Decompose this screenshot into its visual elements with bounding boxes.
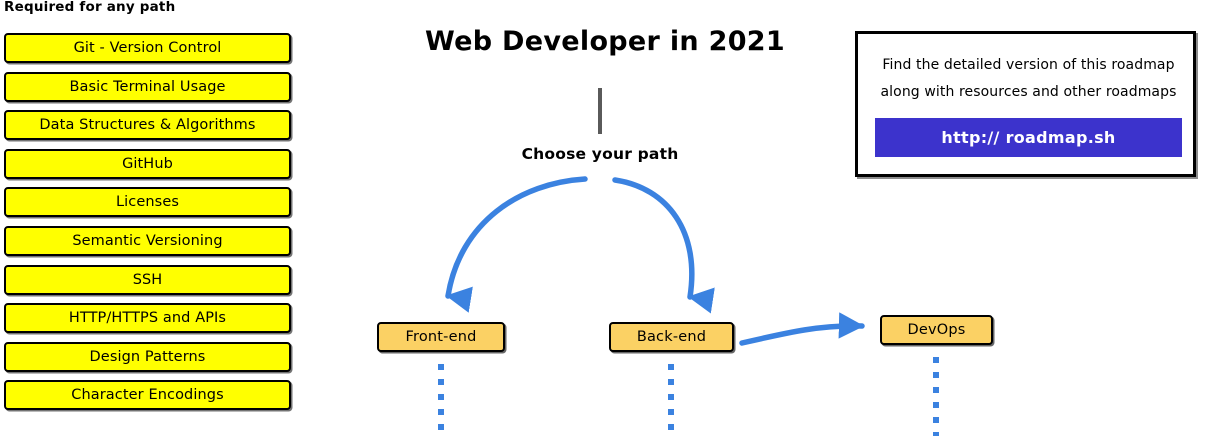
required-item-basic-terminal-usage[interactable]: Basic Terminal Usage bbox=[4, 71, 291, 102]
arrow-to-backend bbox=[612, 177, 715, 314]
required-item-http-https-and-apis[interactable]: HTTP/HTTPS and APIs bbox=[4, 303, 291, 334]
required-section-heading: Required for any path bbox=[4, 0, 176, 15]
arrow-to-frontend bbox=[445, 176, 588, 313]
trail-dot bbox=[933, 372, 939, 378]
required-item-ssh[interactable]: SSH bbox=[4, 264, 291, 295]
trail-dot bbox=[933, 432, 939, 436]
arrow-backend-to-devops bbox=[739, 312, 865, 346]
trail-dot bbox=[933, 417, 939, 423]
required-item-character-encodings[interactable]: Character Encodings bbox=[4, 380, 291, 411]
trail-dot bbox=[438, 394, 444, 400]
required-items-list: Git - Version Control Basic Terminal Usa… bbox=[4, 33, 291, 419]
trail-dot bbox=[668, 424, 674, 430]
path-node-frontend[interactable]: Front-end bbox=[377, 322, 505, 352]
trail-dot bbox=[933, 387, 939, 393]
trail-dot bbox=[668, 394, 674, 400]
trail-dot bbox=[668, 364, 674, 370]
trail-dot bbox=[933, 357, 939, 363]
required-item-git-version-control[interactable]: Git - Version Control bbox=[4, 33, 291, 63]
page-title: Web Developer in 2021 bbox=[425, 26, 785, 57]
required-item-licenses[interactable]: Licenses bbox=[4, 187, 291, 218]
path-node-devops[interactable]: DevOps bbox=[880, 315, 993, 345]
dotted-trail-backend bbox=[668, 364, 674, 436]
trail-dot bbox=[668, 409, 674, 415]
trail-dot bbox=[438, 424, 444, 430]
required-item-design-patterns[interactable]: Design Patterns bbox=[4, 341, 291, 372]
required-item-github[interactable]: GitHub bbox=[4, 148, 291, 179]
info-card-line-1: Find the detailed version of this roadma… bbox=[882, 57, 1175, 73]
required-item-semantic-versioning[interactable]: Semantic Versioning bbox=[4, 225, 291, 256]
choose-your-path-label: Choose your path bbox=[521, 145, 679, 163]
trail-dot bbox=[438, 364, 444, 370]
roadmap-url-button[interactable]: http:// roadmap.sh bbox=[875, 118, 1182, 157]
path-node-backend[interactable]: Back-end bbox=[609, 322, 734, 352]
info-card: Find the detailed version of this roadma… bbox=[855, 31, 1196, 177]
trail-dot bbox=[438, 409, 444, 415]
dotted-trail-devops bbox=[933, 357, 939, 436]
title-stem-connector bbox=[598, 88, 602, 134]
required-item-data-structures-algorithms[interactable]: Data Structures & Algorithms bbox=[4, 110, 291, 141]
dotted-trail-frontend bbox=[438, 364, 444, 436]
trail-dot bbox=[438, 379, 444, 385]
trail-dot bbox=[933, 402, 939, 408]
trail-dot bbox=[668, 379, 674, 385]
info-card-line-2: along with resources and other roadmaps bbox=[880, 84, 1177, 100]
